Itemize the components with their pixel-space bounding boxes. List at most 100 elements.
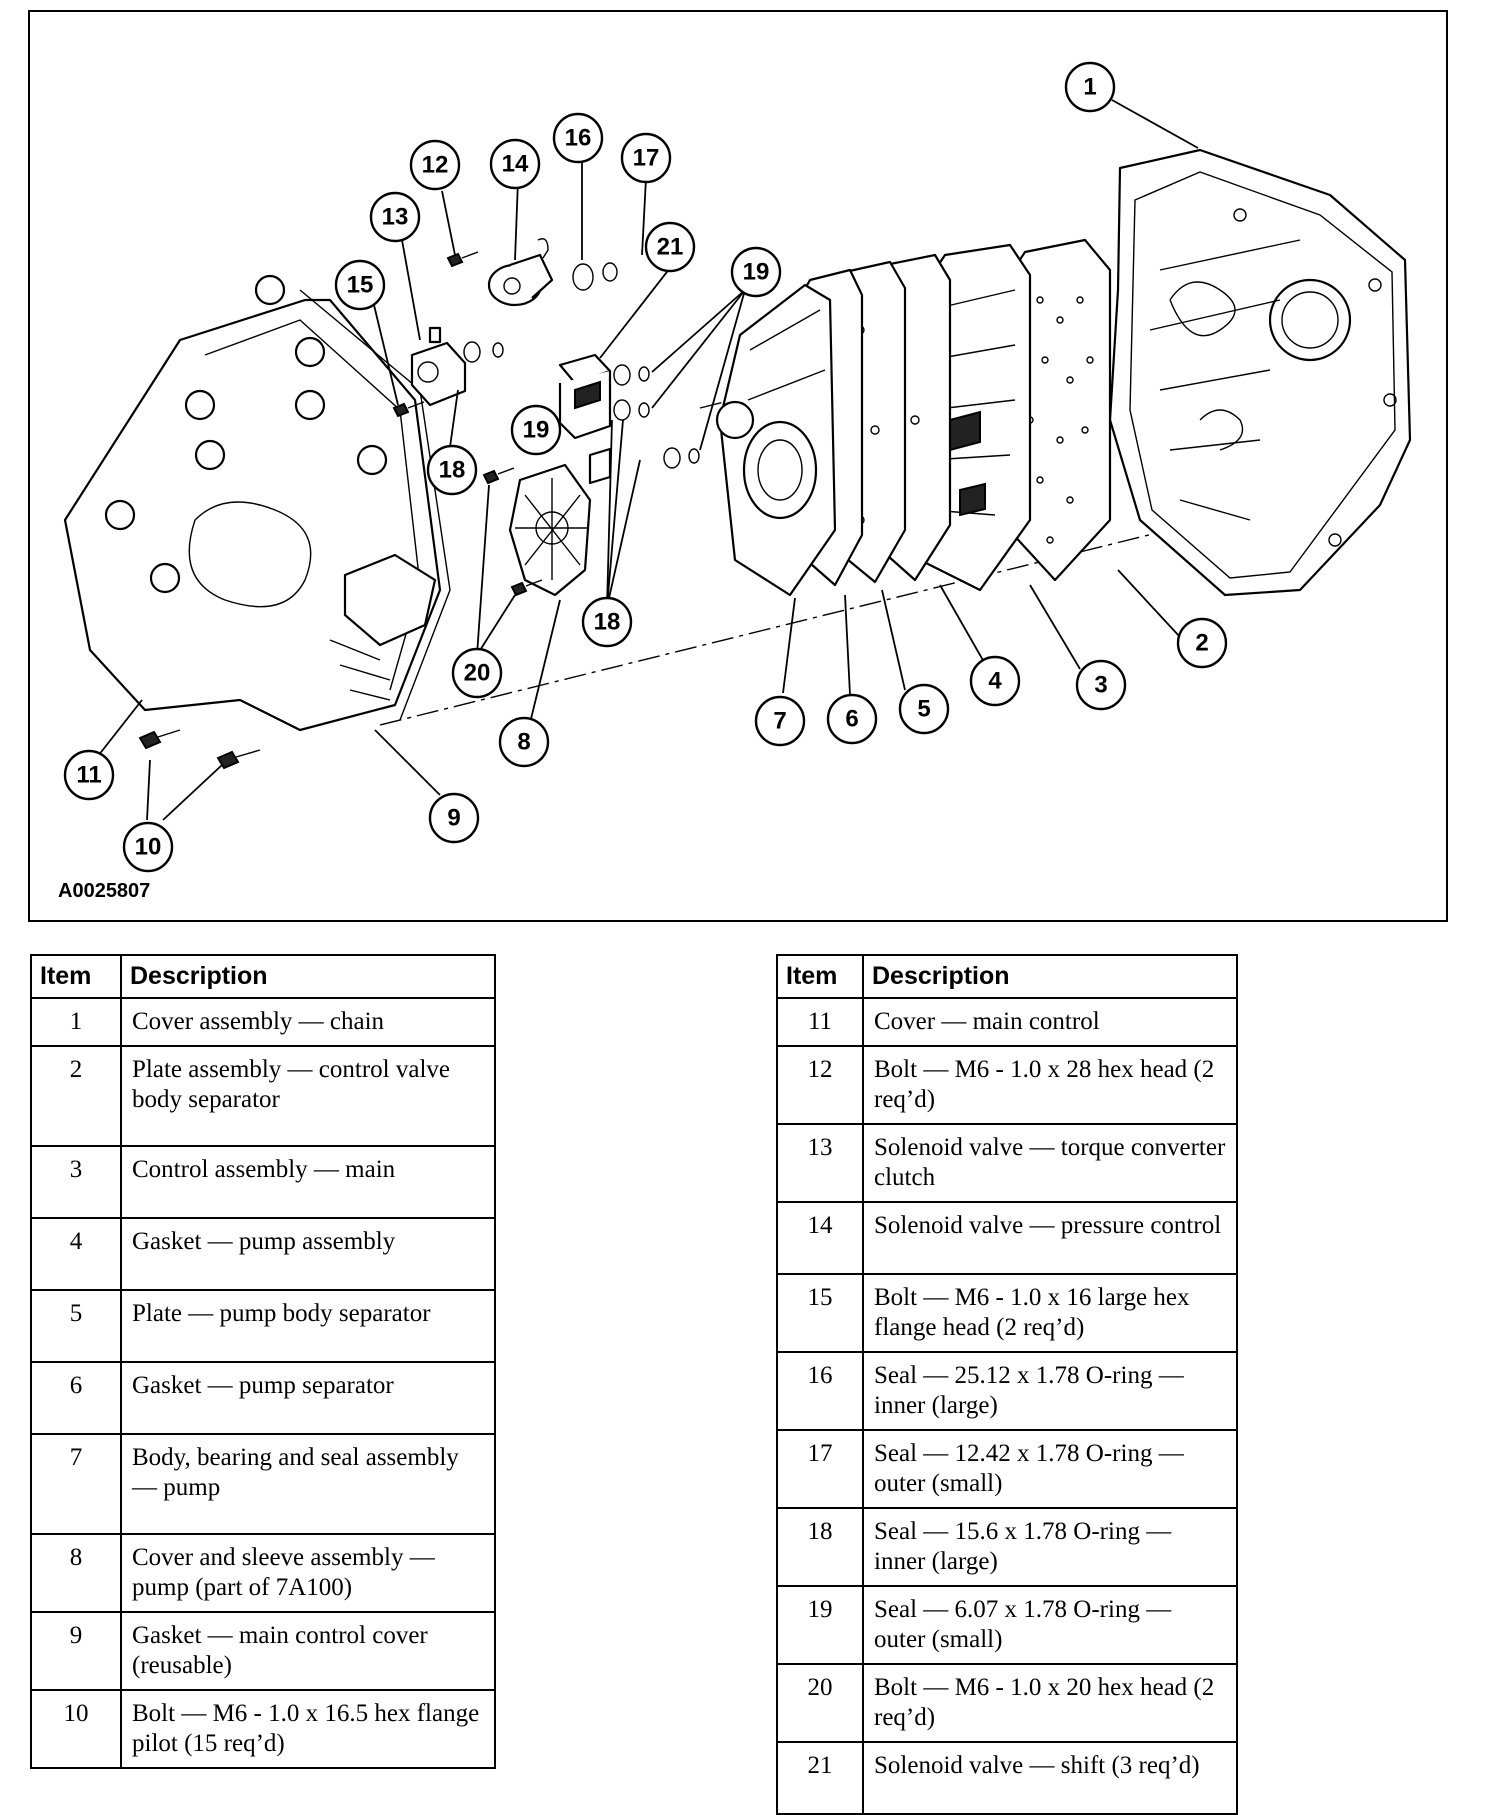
item-number-cell: 21: [776, 1741, 864, 1815]
item-number-cell: 6: [30, 1361, 122, 1435]
description-cell: Bolt — M6 - 1.0 x 28 hex head (2 req’d): [862, 1045, 1238, 1125]
item-number-cell: 14: [776, 1201, 864, 1275]
callout-4: 4: [969, 655, 1021, 707]
description-cell: Body, bearing and seal assembly — pump: [120, 1433, 496, 1535]
description-cell: Plate assembly — control valve body sepa…: [120, 1045, 496, 1147]
hex-head-bolts-20: [482, 467, 543, 597]
description-cell: Solenoid valve — pressure control: [862, 1201, 1238, 1275]
svg-text:9: 9: [447, 805, 460, 832]
o-ring-seals: [463, 262, 700, 469]
svg-text:20: 20: [464, 660, 491, 687]
svg-text:7: 7: [773, 708, 786, 735]
callout-19-lower: 19: [510, 404, 562, 456]
svg-text:19: 19: [523, 417, 550, 444]
svg-text:6: 6: [845, 706, 858, 733]
assembly-centerline: [379, 504, 1271, 726]
description-cell: Solenoid valve — shift (3 req’d): [862, 1741, 1238, 1815]
callout-18-left: 18: [426, 444, 478, 496]
svg-text:13: 13: [382, 204, 409, 231]
item-number-cell: 9: [30, 1611, 122, 1691]
pressure-control-solenoid: [487, 238, 554, 307]
item-number-cell: 16: [776, 1351, 864, 1431]
description-cell: Cover — main control: [862, 997, 1238, 1047]
pump-body-assembly: [715, 283, 837, 597]
svg-text:10: 10: [135, 834, 162, 861]
hex-head-bolt-12: [446, 251, 479, 268]
column-header-description: Description: [120, 954, 496, 999]
callout-14: 14: [489, 138, 541, 190]
item-number-cell: 19: [776, 1585, 864, 1665]
item-number-cell: 2: [30, 1045, 122, 1147]
description-cell: Seal — 12.42 x 1.78 O-ring — outer (smal…: [862, 1429, 1238, 1509]
item-number-cell: 3: [30, 1145, 122, 1219]
description-cell: Bolt — M6 - 1.0 x 20 hex head (2 req’d): [862, 1663, 1238, 1743]
svg-text:4: 4: [988, 668, 1002, 695]
column-header-description: Description: [862, 954, 1238, 999]
svg-text:11: 11: [76, 762, 101, 789]
callout-13: 13: [369, 191, 421, 243]
svg-text:21: 21: [657, 234, 684, 261]
description-cell: Cover assembly — chain: [120, 997, 496, 1047]
callout-20: 20: [451, 647, 503, 699]
item-number-cell: 11: [776, 997, 864, 1047]
description-cell: Seal — 6.07 x 1.78 O-ring — outer (small…: [862, 1585, 1238, 1665]
description-cell: Seal — 15.6 x 1.78 O-ring — inner (large…: [862, 1507, 1238, 1587]
callout-18-right: 18: [581, 596, 633, 648]
item-number-cell: 15: [776, 1273, 864, 1353]
column-header-item: Item: [30, 954, 122, 999]
table-header-row: Item Description: [776, 954, 1238, 999]
callout-9: 9: [428, 792, 480, 844]
callout-21: 21: [644, 221, 696, 273]
item-number-cell: 8: [30, 1533, 122, 1613]
svg-text:1: 1: [1083, 74, 1096, 101]
description-cell: Plate — pump body separator: [120, 1289, 496, 1363]
callout-3: 3: [1075, 659, 1127, 711]
description-cell: Bolt — M6 - 1.0 x 16.5 hex flange pilot …: [120, 1689, 496, 1769]
chain-cover-assembly: [1108, 148, 1412, 597]
item-number-cell: 1: [30, 997, 122, 1047]
svg-text:17: 17: [633, 145, 660, 172]
description-cell: Gasket — pump separator: [120, 1361, 496, 1435]
item-number-cell: 13: [776, 1123, 864, 1203]
item-number-cell: 12: [776, 1045, 864, 1125]
callout-8: 8: [498, 716, 550, 768]
main-control-cover-gasket: [299, 289, 451, 721]
callout-12: 12: [409, 139, 461, 191]
item-number-cell: 20: [776, 1663, 864, 1743]
svg-text:12: 12: [422, 152, 449, 179]
callout-1: 1: [1064, 61, 1116, 113]
svg-text:2: 2: [1195, 630, 1208, 657]
description-cell: Gasket — main control cover (reusable): [120, 1611, 496, 1691]
torque-converter-clutch-solenoid: [410, 326, 467, 407]
exploded-view-diagram: 1 2 3 4 5 6 7 8 9 10 11 12 13 14 15 16 1…: [58, 61, 1412, 902]
item-number-cell: 4: [30, 1217, 122, 1291]
callout-15: 15: [334, 259, 386, 311]
callout-7: 7: [754, 695, 806, 747]
flange-pilot-bolts: [138, 729, 261, 770]
item-number-cell: 18: [776, 1507, 864, 1587]
column-header-item: Item: [776, 954, 864, 999]
figure-id: A0025807: [58, 880, 150, 902]
callout-6: 6: [826, 693, 878, 745]
main-control-cover: [63, 274, 442, 732]
large-hex-flange-bolt-15: [392, 401, 425, 418]
item-number-cell: 10: [30, 1689, 122, 1769]
leader-lines: [97, 99, 1199, 821]
